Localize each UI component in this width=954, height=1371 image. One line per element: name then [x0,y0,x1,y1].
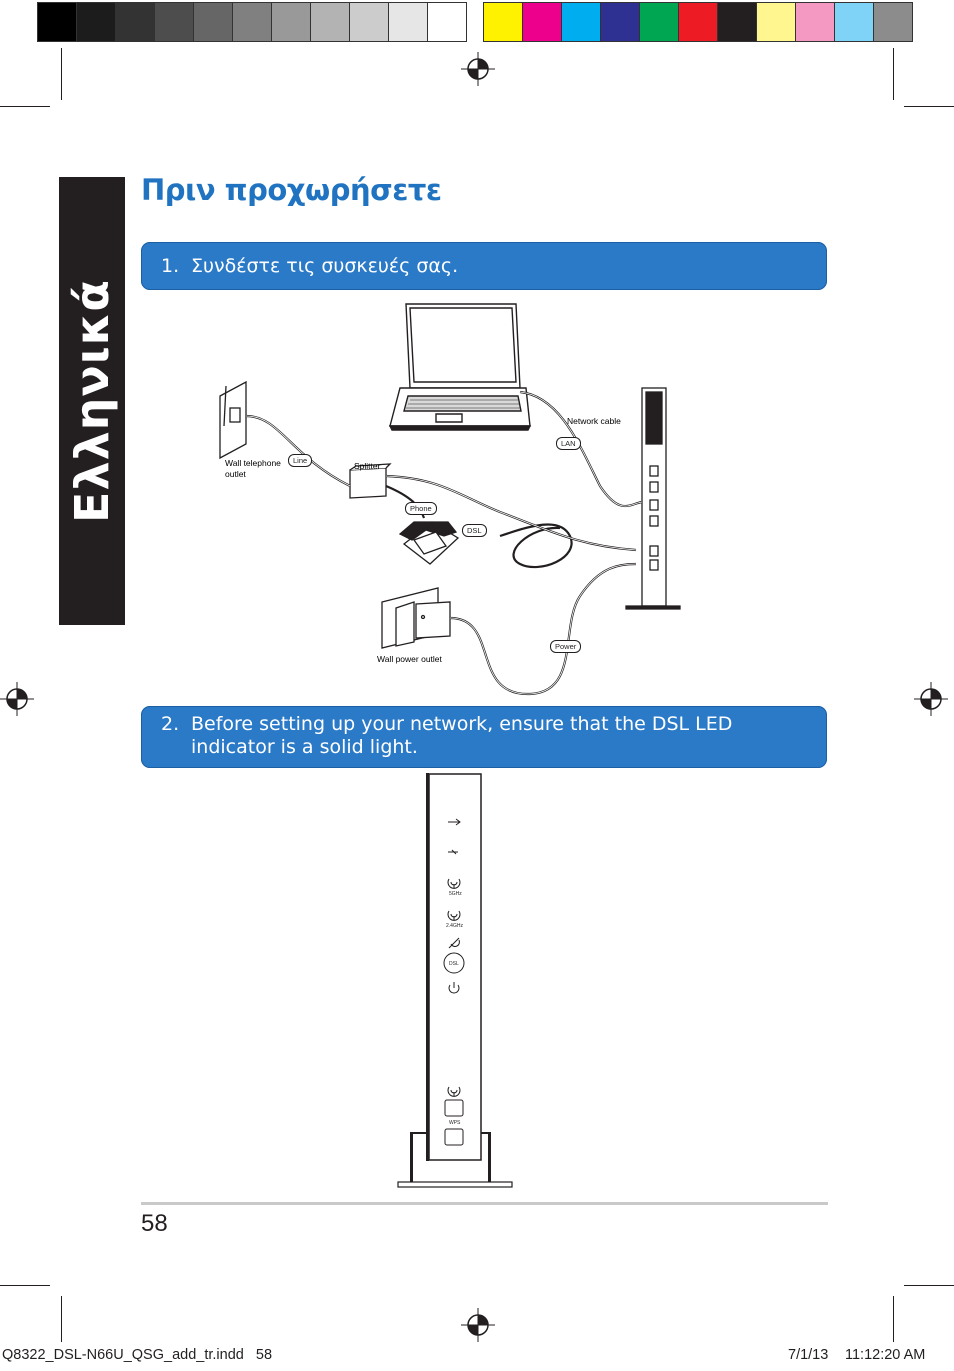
laptop-icon [388,303,532,431]
page-number: 58 [141,1210,168,1237]
step-text: Συνδέστε τις συσκευές σας. [191,255,459,277]
color-swatch [116,3,154,41]
dsl-cable-tag: DSL [462,524,487,537]
power-cable-tag: Power [550,640,582,653]
wall-telephone-outlet-label: Wall telephone [225,458,281,468]
registration-mark-icon [461,1308,495,1342]
crop-mark [61,1296,62,1342]
registration-mark-icon [0,682,34,716]
color-swatch [523,3,561,41]
wall-power-outlet-label: Wall power outlet [377,654,443,664]
step-1-banner: 1. Συνδέστε τις συσκευές σας. [141,242,827,290]
color-swatch [874,3,912,41]
page-title: Πριν προχωρήσετε [141,173,442,207]
color-swatch [272,3,310,41]
footer-divider [141,1202,828,1205]
network-cable-label: Network cable [567,416,621,426]
phone-cable-tag: Phone [405,502,437,515]
color-swatch [562,3,600,41]
color-swatch [389,3,427,41]
process-color-bar [483,2,913,42]
grayscale-color-bar [37,2,467,42]
step-number: 2. [161,713,180,735]
footer-date: 7/1/13 [788,1347,829,1363]
color-swatch [796,3,834,41]
footer-filename: Q8322_DSL-N66U_QSG_add_tr.indd 58 [2,1347,273,1363]
step-2-banner: 2. Before setting up your network, ensur… [141,706,827,768]
wall-telephone-outlet-label-2: outlet [225,469,246,479]
color-swatch [233,3,271,41]
registration-mark-icon [914,682,948,716]
color-swatch [350,3,388,41]
telephone-icon [398,521,460,565]
step-text: Before setting up your network, ensure t… [191,713,733,758]
led-label-5ghz: 5GHz [449,891,462,897]
crop-mark [61,48,62,100]
color-swatch [679,3,717,41]
color-swatch [718,3,756,41]
splitter-icon [349,463,392,499]
footer-time: 11:12:20 AM [845,1347,926,1363]
router-front-illustration [397,773,513,1188]
color-swatch [428,3,466,41]
router-side-icon [625,387,681,610]
led-label-2-4ghz: 2.4GHz [446,923,463,929]
color-swatch [38,3,76,41]
crop-mark [0,106,50,107]
color-swatch [484,3,522,41]
sidebar-language-label: Ελληνικά [65,279,119,523]
color-swatch [835,3,873,41]
crop-mark [893,1296,894,1342]
crop-mark [893,48,894,100]
color-swatch [194,3,232,41]
power-adapter-icon [381,587,451,649]
led-label-wps: WPS [449,1120,461,1126]
connection-diagram: Wall telephone outlet Splitter Wall powe… [219,303,681,696]
color-swatch [757,3,795,41]
lan-cable-tag: LAN [556,437,581,450]
color-swatch [601,3,639,41]
color-swatch [311,3,349,41]
led-label-dsl: DSL [449,961,459,967]
splitter-label: Splitter [354,461,381,471]
crop-mark [0,1285,50,1286]
line-cable-tag: Line [288,454,313,467]
color-swatch [640,3,678,41]
color-swatch [77,3,115,41]
wall-telephone-outlet-icon [219,380,247,460]
crop-mark [904,1285,954,1286]
step-number: 1. [161,255,180,277]
crop-mark [904,106,954,107]
color-swatch [155,3,193,41]
language-sidebar-tab [59,177,125,625]
registration-mark-icon [461,52,495,86]
